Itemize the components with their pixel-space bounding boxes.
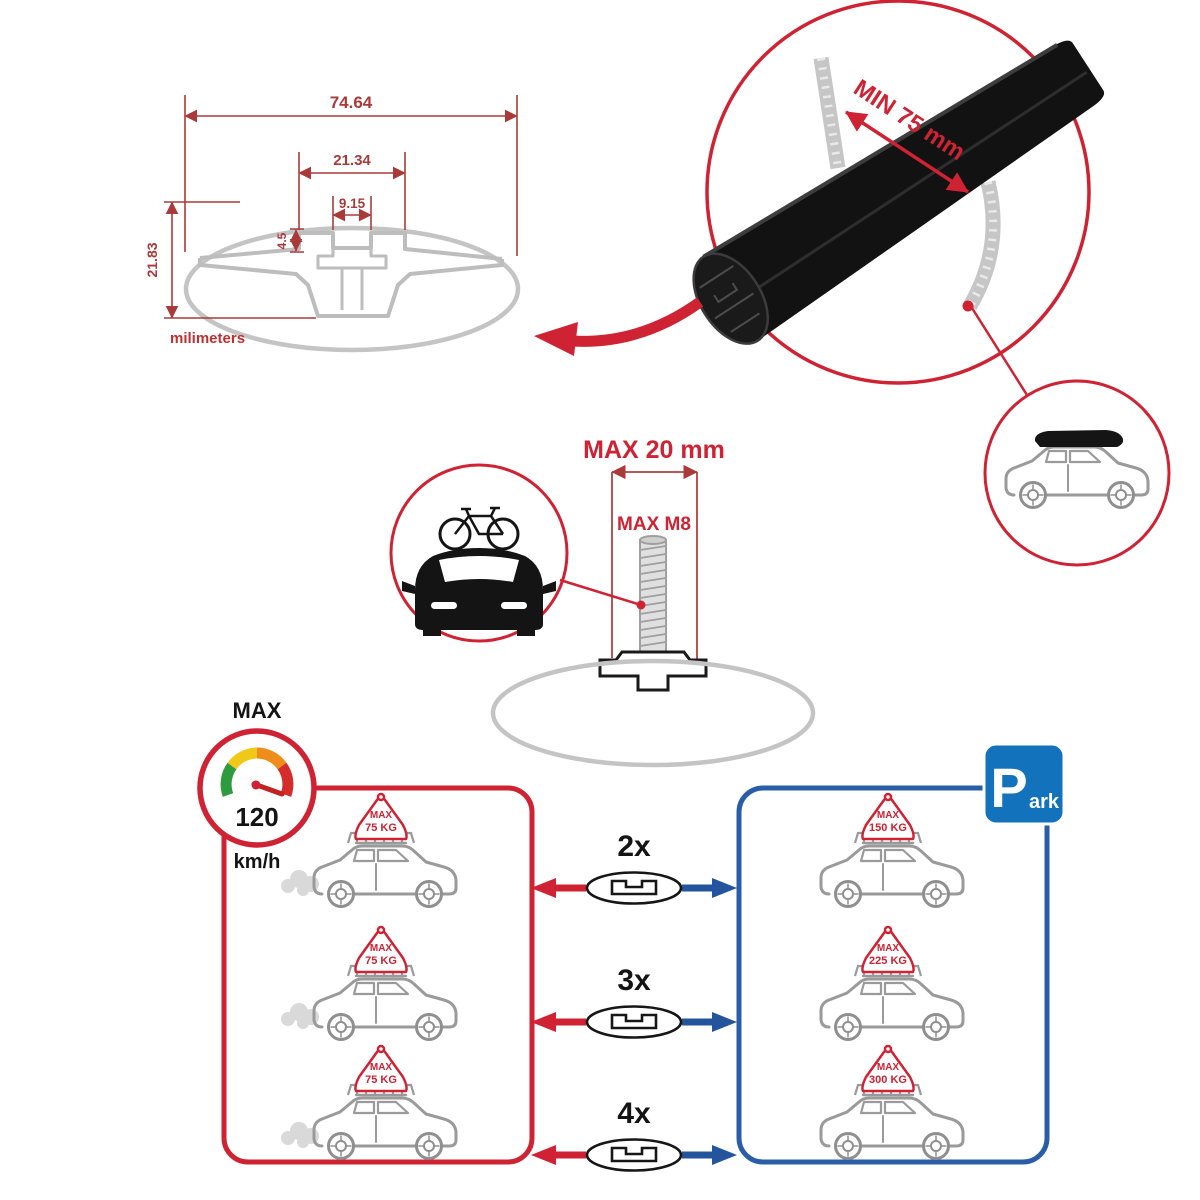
- gauge-max-label: MAX: [233, 698, 282, 723]
- bar-count-row2: 3x: [617, 964, 651, 997]
- gauge-speed-value: 120: [235, 802, 278, 832]
- dim-channel-opening-width: 9.15: [339, 196, 366, 211]
- car-front-icon: [402, 548, 556, 636]
- clamp-strap: [813, 56, 1001, 310]
- adapter-ellipse-outline: [490, 658, 816, 768]
- bar-count-row3: 4x: [617, 1097, 651, 1130]
- closeup-circle: [705, 0, 1091, 385]
- threaded-bolt: [639, 535, 667, 653]
- load-label: MAX: [877, 943, 900, 954]
- dimension-lines: [164, 95, 518, 319]
- bolt-max-thread-label: MAX M8: [617, 514, 691, 535]
- load-comparison: MAX 75 KG 2x MAX 150 KG MAX 75 KG 3x MAX…: [221, 785, 1050, 1172]
- vehicle-roofbox-badge: [983, 379, 1171, 567]
- bolt-spec-diagram: MAX 20 mm MAX M8: [490, 436, 816, 768]
- load-value: 300 KG: [869, 1074, 907, 1086]
- crossbar-cross-section: [198, 231, 504, 318]
- load-value: 150 KG: [869, 822, 907, 834]
- bar-count-row1: 2x: [617, 830, 651, 863]
- vehicle-badge-circle: [983, 379, 1171, 567]
- load-label: MAX: [877, 1062, 900, 1073]
- profile-dimension-diagram: 74.64 21.34 9.15 4.5 21.83 milimeters: [144, 93, 521, 353]
- gauge-speed-unit: km/h: [234, 851, 281, 873]
- dim-lip-depth: 4.5: [275, 232, 289, 249]
- bar-endcap-profile-lines: [699, 265, 760, 333]
- load-label: MAX: [370, 1062, 393, 1073]
- park-sign-initial: P: [990, 756, 1027, 819]
- crossbar-closeup: MIN 75 mm: [534, 0, 1105, 396]
- park-sign-suffix: ark: [1029, 791, 1060, 813]
- car-headlight-left: [431, 602, 457, 609]
- load-label: MAX: [370, 810, 393, 821]
- bar-profile-icon-row2: [585, 1005, 683, 1039]
- bar-profile-icon-row3: [585, 1138, 683, 1172]
- car-headlight-right: [501, 602, 527, 609]
- bicycle-icon: [438, 506, 520, 551]
- load-value: 75 KG: [365, 1074, 397, 1086]
- connector-to-vehicle-badge: [970, 307, 1029, 396]
- bolt-dimension-lines: [611, 464, 698, 662]
- dim-profile-height: 21.83: [144, 242, 160, 277]
- load-value: 225 KG: [869, 955, 907, 967]
- gauge-arc-yellow: [227, 747, 258, 770]
- dim-channel-outer-width: 21.34: [333, 152, 371, 169]
- profile-ellipse-outline: [183, 225, 521, 353]
- roof-box-icon: [1034, 430, 1124, 447]
- car-windshield: [439, 556, 519, 582]
- gauge-arc-green: [220, 762, 237, 797]
- clamp-min-arrow: [845, 110, 969, 194]
- bar-profile-icon-row1: [585, 871, 683, 905]
- gauge-dial: 120: [220, 747, 294, 832]
- park-sign: P ark: [982, 742, 1066, 826]
- load-label: MAX: [370, 943, 393, 954]
- park-sign-plate: [982, 742, 1066, 826]
- load-label: MAX: [877, 810, 900, 821]
- speed-limit-gauge: MAX 120 km/h: [197, 698, 317, 873]
- gauge-arc-orange: [256, 747, 287, 770]
- dim-total-width: 74.64: [330, 93, 373, 112]
- connector-to-bolt: [559, 578, 642, 607]
- zoom-swoosh-arrow: [534, 297, 704, 356]
- vehicle-bike-badge: [389, 463, 646, 643]
- bolt-pointer-dot: [636, 600, 646, 610]
- bolt-max-length-label: MAX 20 mm: [583, 436, 725, 464]
- load-value: 75 KG: [365, 955, 397, 967]
- gauge-arc-red: [277, 762, 294, 797]
- units-label: milimeters: [170, 330, 245, 347]
- t-slot-adapter: [598, 650, 708, 692]
- clamp-pointer-dot: [962, 300, 974, 312]
- load-value: 75 KG: [365, 822, 397, 834]
